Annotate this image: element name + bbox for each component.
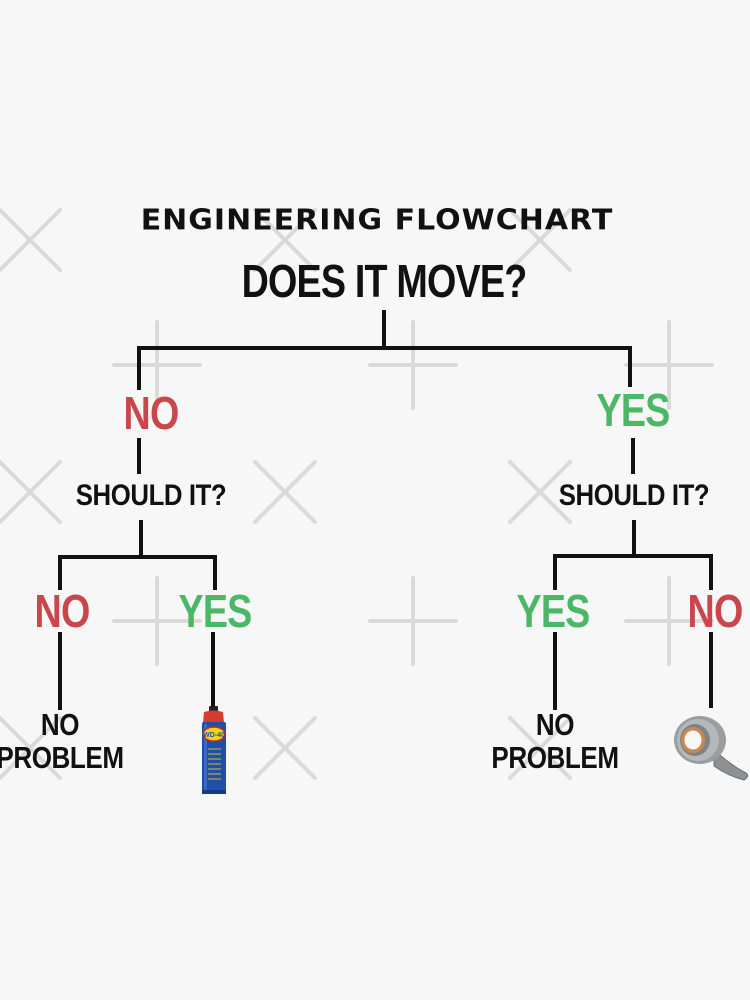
- watermark-plus-3: [624, 320, 714, 410]
- right-answer-yes: YES: [596, 384, 670, 436]
- left-result: NO PROBLEM: [0, 708, 124, 774]
- left-answer-no: NO: [123, 387, 180, 439]
- tape-strip: [713, 748, 749, 781]
- watermark-plus-1: [112, 320, 202, 410]
- left-sub-answer-no: NO: [34, 585, 91, 637]
- can-label-oval: [202, 726, 226, 742]
- right-result: NO PROBLEM: [491, 707, 619, 775]
- wd-40-can-icon: WD-40: [202, 706, 226, 794]
- root-question: DOES IT MOVE?: [241, 255, 528, 307]
- right-sub-answer-no: NO: [687, 585, 744, 637]
- can-base: [202, 790, 226, 794]
- watermark-x-9: [508, 716, 572, 780]
- left-question: SHOULD IT?: [75, 479, 227, 512]
- can-label-text: WD-40: [203, 732, 225, 739]
- right-sub-answer-yes: YES: [516, 585, 590, 637]
- can-shine: [204, 724, 207, 792]
- watermark-x-3: [508, 208, 572, 272]
- tape-core-hole: [684, 730, 702, 750]
- can-nozzle: [209, 706, 218, 712]
- can-cap: [203, 710, 224, 723]
- watermark-x-5: [253, 460, 317, 524]
- flowchart-title: ENGINEERING FLOWCHART: [140, 203, 614, 238]
- watermark-plus-5: [368, 576, 458, 666]
- left-result-line-1: NO: [40, 707, 80, 742]
- watermark: [0, 208, 714, 780]
- left-sub-answer-yes: YES: [178, 585, 252, 637]
- watermark-x-6: [508, 460, 572, 524]
- duct-tape-icon: [674, 716, 749, 781]
- watermark-x-4: [0, 460, 62, 524]
- watermark-x-7: [0, 716, 62, 780]
- watermark-plus-6: [624, 576, 714, 666]
- watermark-x-1: [0, 208, 62, 272]
- right-question: SHOULD IT?: [558, 479, 710, 512]
- watermark-plus-2: [368, 320, 458, 410]
- watermark-x-8: [253, 716, 317, 780]
- right-result-line-1: NO: [535, 707, 575, 742]
- watermark-plus-4: [112, 576, 202, 666]
- watermark-x-2: [253, 208, 317, 272]
- connectors: [58, 310, 713, 710]
- right-result-line-2: PROBLEM: [491, 740, 619, 775]
- left-result-line-2: PROBLEM: [0, 740, 124, 775]
- can-fine-print: [208, 748, 221, 780]
